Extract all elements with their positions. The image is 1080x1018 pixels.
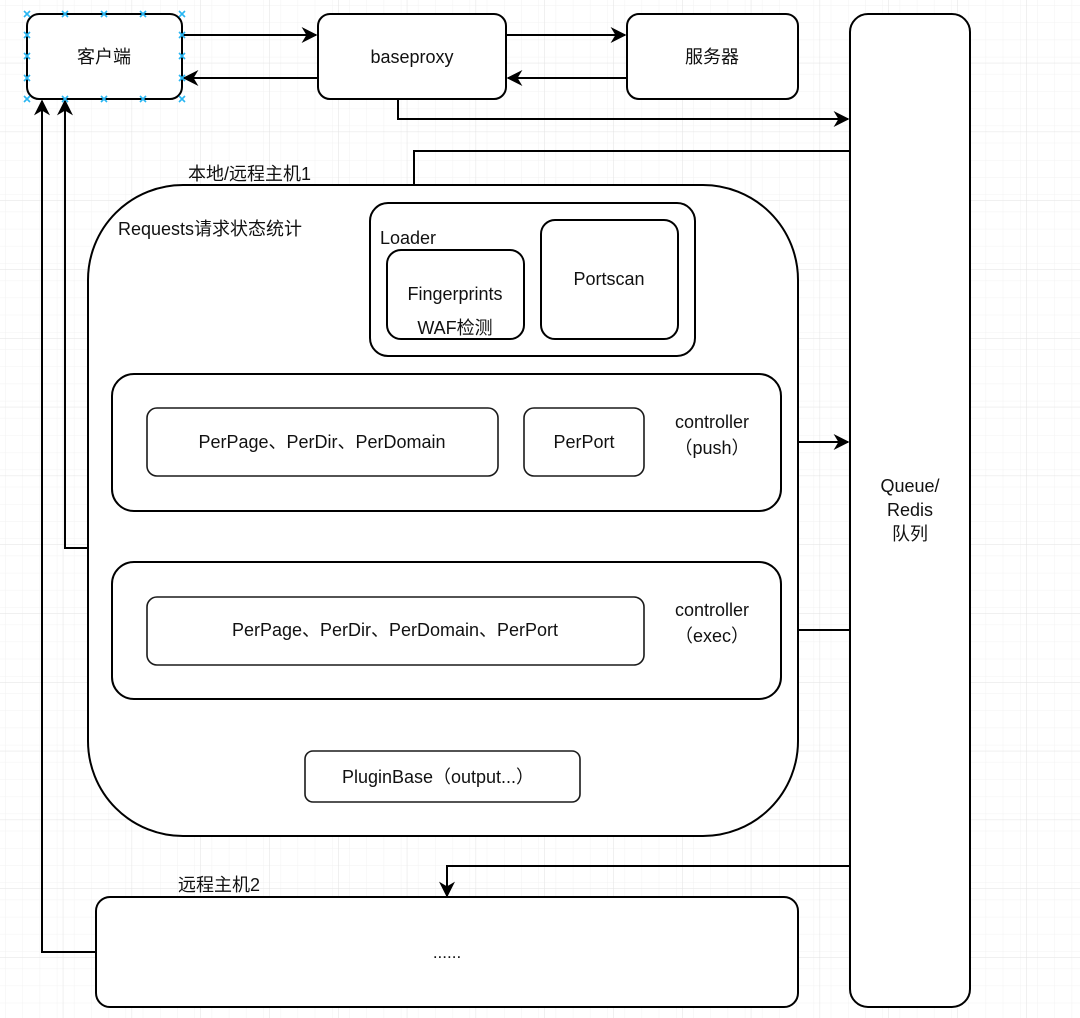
fingerprints-label-line-2: WAF检测: [417, 318, 492, 338]
plugin-base-label: PluginBase（output...）: [342, 767, 534, 787]
fingerprints-node[interactable]: Fingerprints WAF检测: [386, 249, 525, 340]
edge-host1-to-client[interactable]: [57, 99, 88, 549]
portscan-label: Portscan: [573, 269, 644, 289]
selection-handle[interactable]: [178, 74, 186, 82]
selection-handle[interactable]: [100, 10, 108, 18]
selection-handle[interactable]: [23, 31, 31, 39]
portscan-node[interactable]: Portscan: [540, 219, 679, 340]
controller-exec-label-line-1: controller: [675, 600, 749, 620]
baseproxy-node[interactable]: baseproxy: [317, 13, 507, 100]
selection-handle[interactable]: [61, 95, 69, 103]
host1-title: 本地/远程主机1: [188, 164, 311, 184]
host1-subtitle: Requests请求状态统计: [118, 219, 302, 239]
client-node[interactable]: 客户端: [26, 13, 183, 100]
selection-handles: [23, 10, 186, 103]
selection-handle[interactable]: [139, 10, 147, 18]
selection-handle[interactable]: [23, 74, 31, 82]
client-label: 客户端: [77, 47, 131, 67]
selection-handle[interactable]: [23, 52, 31, 60]
fingerprints-label-line-1: Fingerprints: [407, 284, 502, 304]
controller-exec-label-line-2: （exec）: [675, 626, 749, 646]
selection-handle[interactable]: [23, 95, 31, 103]
selection-handle[interactable]: [61, 10, 69, 18]
selection-handle[interactable]: [178, 31, 186, 39]
selection-handle[interactable]: [23, 10, 31, 18]
per-all-label: PerPage、PerDir、PerDomain、PerPort: [232, 620, 558, 640]
per-group-node[interactable]: PerPage、PerDir、PerDomain: [146, 407, 499, 477]
queue-label-line-2: Redis: [887, 500, 933, 520]
selection-handle[interactable]: [178, 95, 186, 103]
host2-container[interactable]: ......: [95, 896, 799, 1008]
selection-handle[interactable]: [178, 10, 186, 18]
per-all-node[interactable]: PerPage、PerDir、PerDomain、PerPort: [146, 596, 645, 666]
selection-handle[interactable]: [100, 95, 108, 103]
loader-label: Loader: [380, 228, 436, 248]
per-group-label: PerPage、PerDir、PerDomain: [198, 432, 445, 452]
edge-host2-to-client[interactable]: [34, 99, 96, 953]
plugin-base-node[interactable]: PluginBase（output...）: [304, 750, 581, 803]
queue-node[interactable]: Queue/ Redis 队列: [849, 13, 971, 1008]
host2-title: 远程主机2: [178, 875, 260, 895]
perport-node[interactable]: PerPort: [523, 407, 645, 477]
selection-handle[interactable]: [178, 52, 186, 60]
edge-baseproxy-to-queue[interactable]: [397, 99, 850, 127]
server-node[interactable]: 服务器: [626, 13, 799, 100]
queue-label-line-3: 队列: [892, 524, 928, 544]
controller-push-label-line-2: （push）: [674, 438, 749, 458]
baseproxy-label: baseproxy: [370, 47, 453, 67]
perport-label: PerPort: [553, 432, 614, 452]
server-label: 服务器: [685, 47, 739, 67]
edge-queue-to-host2[interactable]: [439, 865, 850, 898]
queue-label-line-1: Queue/: [880, 476, 939, 496]
selection-handle[interactable]: [139, 95, 147, 103]
controller-push-label-line-1: controller: [675, 412, 749, 432]
host2-content: ......: [433, 943, 461, 962]
